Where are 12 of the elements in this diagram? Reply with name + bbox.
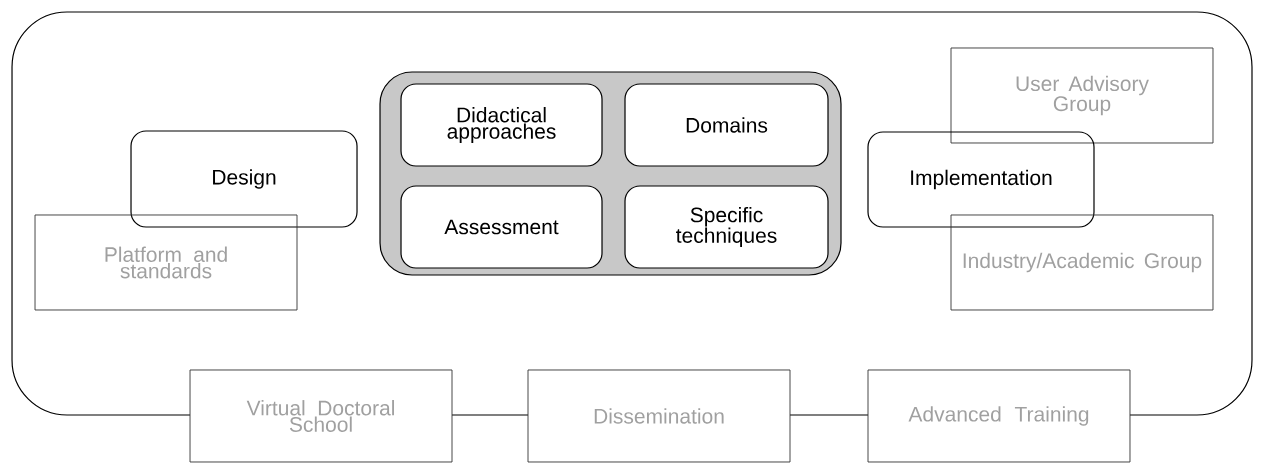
group-box: Platform and standards xyxy=(34,214,298,311)
group-box: Industry/Academic Group xyxy=(950,214,1214,311)
activity-box: Dissemination xyxy=(527,369,791,463)
process-box: Implementation xyxy=(867,131,1095,228)
topic-box: Specific techniques xyxy=(624,185,829,269)
activity-box: Virtual Doctoral School xyxy=(189,369,453,463)
topic-box: Domains xyxy=(624,83,829,167)
topic-box: Assessment xyxy=(400,185,603,269)
activity-box: Advanced Training xyxy=(867,369,1131,463)
topic-box: Didactical approaches xyxy=(400,83,603,167)
process-box: Design xyxy=(130,130,358,228)
group-box: User Advisory Group xyxy=(950,47,1214,144)
